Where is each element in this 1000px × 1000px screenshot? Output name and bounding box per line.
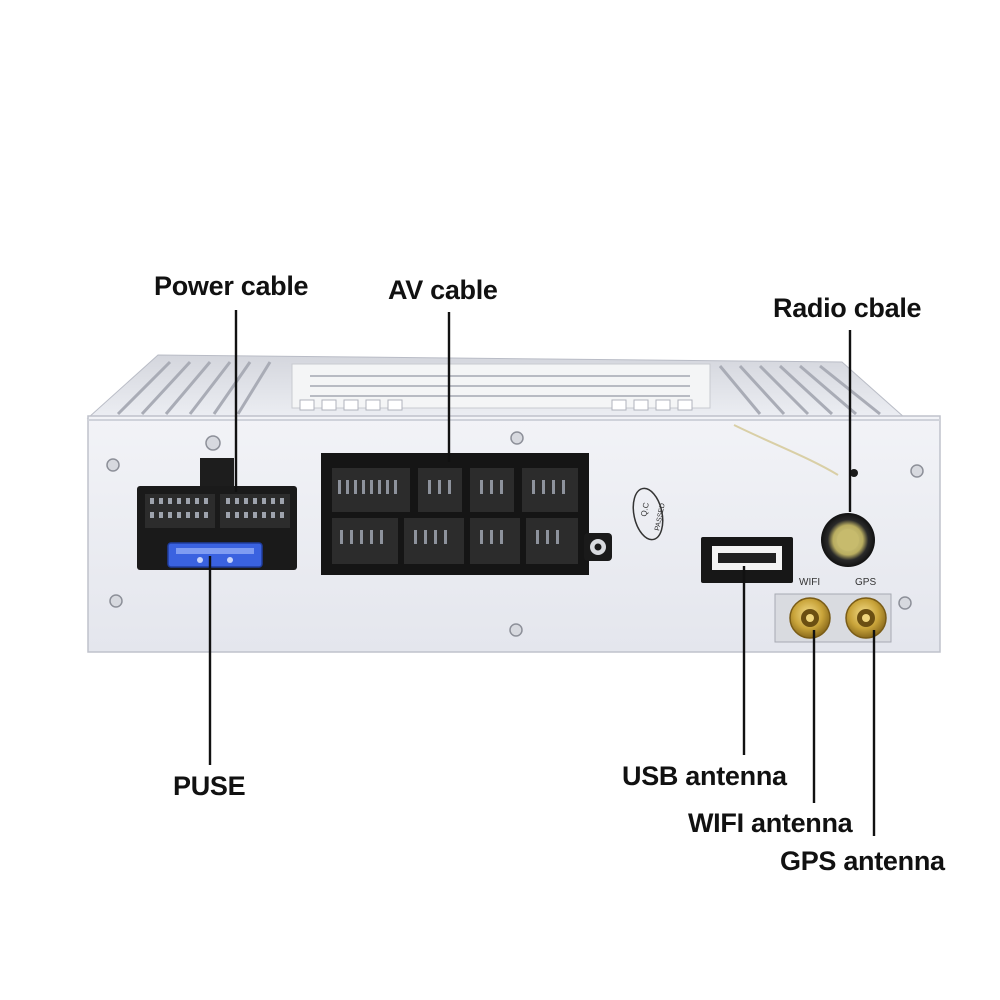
radio-socket (733, 424, 875, 567)
av-connector (321, 453, 589, 575)
heat-sink-fins (116, 360, 881, 416)
chassis-top (86, 354, 907, 419)
leader-lines (208, 310, 876, 836)
usb-port (701, 537, 793, 583)
gps-port-label: GPS (855, 577, 876, 588)
screw-icon (898, 596, 912, 610)
screw-icon (509, 623, 523, 637)
wifi-port-label: WIFI (799, 577, 820, 588)
screw-icon (205, 435, 221, 451)
screw-icon (106, 458, 120, 472)
usb-antenna-label: USB antenna (622, 761, 787, 791)
fuse (167, 542, 263, 568)
screw-icon (510, 431, 524, 445)
screw-icon (109, 594, 123, 608)
radio-cable-label: Radio cbale (773, 293, 922, 323)
screw-icon (910, 464, 924, 478)
wifi-sma-connector (789, 597, 831, 639)
qc-stamp-line1: Q.C (639, 501, 651, 517)
vent-slots (299, 399, 693, 411)
power-cable-label: Power cable (154, 271, 309, 301)
gps-antenna-label: GPS antenna (780, 846, 945, 876)
fuse-label: PUSE (173, 771, 246, 801)
screws (106, 431, 924, 637)
wifi-antenna-label: WIFI antenna (688, 808, 853, 838)
gps-sma-connector (845, 597, 887, 639)
audio-jack (584, 533, 612, 561)
av-cable-label: AV cable (388, 275, 498, 305)
